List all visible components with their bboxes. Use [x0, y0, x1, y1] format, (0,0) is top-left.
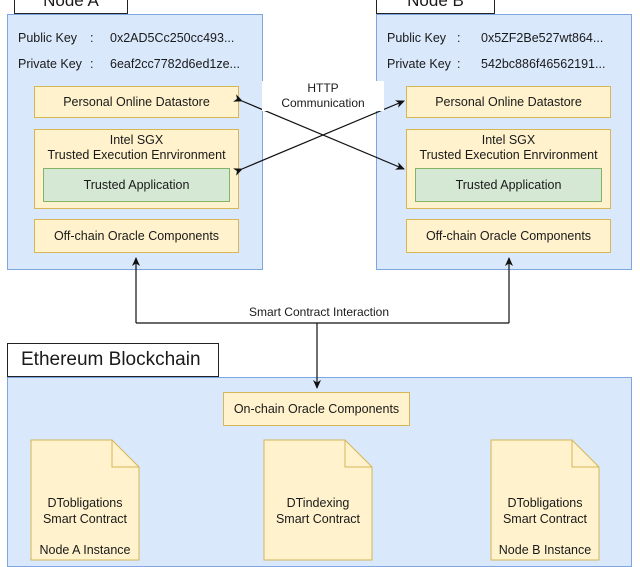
contract-index-label: DTindexing Smart Contract: [264, 496, 372, 527]
node-b-public-key-value: 0x5ZF2Be527wt864...: [481, 31, 604, 45]
node-a-sgx-subtitle: Trusted Execution Enrvironment: [47, 148, 226, 162]
node-b-public-key-label: Public Key: [387, 31, 447, 45]
node-a-private-key-sep: :: [90, 57, 94, 71]
contract-index-name: DTindexing: [286, 496, 350, 510]
http-label-line2: Communication: [281, 96, 365, 110]
http-arrow-b-to-a-datastore: [233, 94, 405, 170]
contract-b-name: DTobligations: [507, 496, 583, 510]
node-a-trusted-app: Trusted Application: [43, 168, 230, 202]
node-a-private-key-value: 6eaf2cc7782d6ed1ze...: [110, 57, 240, 71]
node-a-private-key-label: Private Key: [18, 57, 82, 71]
node-a-title: Node A: [14, 0, 128, 14]
smart-contract-interaction-label: Smart Contract Interaction: [236, 305, 402, 320]
node-a-public-key-sep: :: [90, 31, 94, 45]
node-b-private-key-label: Private Key: [387, 57, 451, 71]
blockchain-title: Ethereum Blockchain: [7, 343, 219, 377]
node-a-public-key-value: 0x2AD5Cc250cc493...: [110, 31, 235, 45]
node-a-sgx-title: Intel SGX: [109, 133, 164, 147]
contract-index-document-fold: [344, 440, 372, 468]
contract-index-type: Smart Contract: [275, 511, 361, 526]
contract-b-label: DTobligations Smart Contract Node B Inst…: [491, 496, 599, 559]
http-communication-label: HTTP Communication: [262, 81, 384, 111]
connector-lines: [132, 94, 513, 389]
contract-b-instance: Node B Instance: [498, 543, 592, 557]
contract-a-name: DTobligations: [47, 496, 123, 510]
contract-b-document-shape: [490, 439, 600, 561]
http-label-line1: HTTP: [307, 81, 339, 95]
contract-a-label: DTobligations Smart Contract Node A Inst…: [31, 496, 139, 559]
document-shapes: [30, 439, 600, 561]
node-a-datastore: Personal Online Datastore: [34, 86, 239, 118]
node-b-public-key-sep: :: [457, 31, 461, 45]
contract-a-document-fold: [111, 440, 139, 468]
node-b-trusted-app: Trusted Application: [415, 168, 602, 202]
contract-a-type: Smart Contract: [42, 511, 128, 526]
node-a-public-key-label: Public Key: [18, 31, 78, 45]
node-b-title: Node B: [376, 0, 495, 14]
contract-b-type: Smart Contract: [502, 511, 588, 526]
contract-a-document-shape: [30, 439, 140, 561]
contract-b-document-fold: [571, 440, 599, 468]
onchain-oracle-components: On-chain Oracle Components: [223, 392, 410, 426]
contract-a-instance: Node A Instance: [39, 543, 131, 557]
node-b-offchain-oracle: Off-chain Oracle Components: [406, 219, 611, 253]
node-b-private-key-value: 542bc886f46562191...: [481, 57, 606, 71]
node-a-offchain-oracle: Off-chain Oracle Components: [34, 219, 239, 253]
contract-index-document-shape: [263, 439, 373, 561]
node-b-datastore: Personal Online Datastore: [406, 86, 611, 118]
node-b-sgx-subtitle: Trusted Execution Enrvironment: [419, 148, 598, 162]
node-b-sgx-title: Intel SGX: [481, 133, 536, 147]
node-b-private-key-sep: :: [457, 57, 461, 71]
